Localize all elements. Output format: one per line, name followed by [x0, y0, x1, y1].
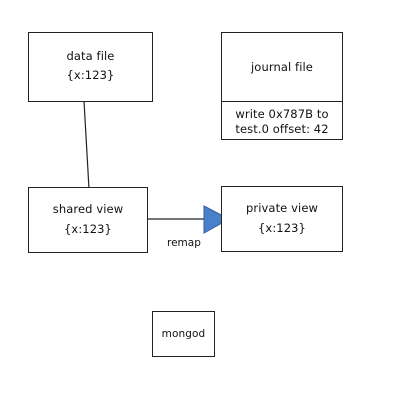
private-view-box: private view {x:123}	[221, 186, 343, 252]
journal-entry-line-2: test.0 offset: 42	[235, 122, 329, 136]
remap-label: remap	[167, 237, 201, 249]
shared-view-title: shared view	[52, 202, 124, 216]
journal-entry-line-1: write 0x787B to	[235, 107, 329, 121]
shared-view-box: shared view {x:123}	[28, 187, 148, 253]
mongod-box: mongod	[152, 311, 215, 357]
data-file-box: data file {x:123}	[28, 32, 153, 102]
data-file-to-shared-view-line	[83, 100, 90, 190]
remap-arrowhead	[203, 205, 231, 234]
journal-file-title: journal file	[251, 60, 313, 74]
private-view-title: private view	[246, 201, 318, 215]
data-file-title: data file	[66, 49, 115, 63]
shared-view-content: {x:123}	[64, 222, 112, 236]
data-file-content: {x:123}	[66, 68, 115, 82]
journal-entry-divider	[222, 101, 342, 102]
journal-file-box: journal file write 0x787B to test.0 offs…	[221, 32, 343, 140]
mongod-title: mongod	[161, 328, 206, 340]
private-view-content: {x:123}	[258, 221, 306, 235]
